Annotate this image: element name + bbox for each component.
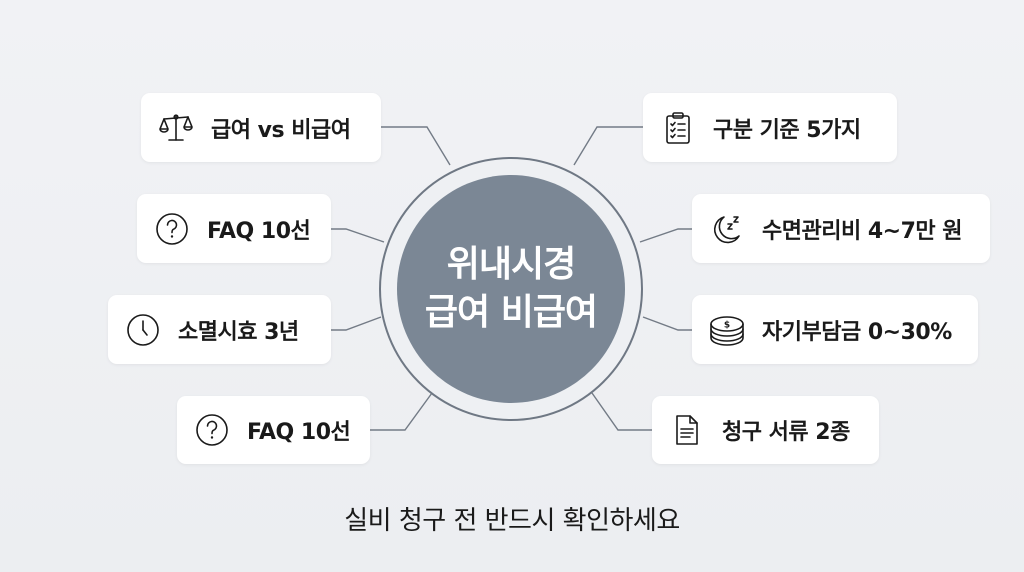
card-copay: $ 자기부담금 0~30% — [692, 295, 978, 364]
card-label: FAQ 10선 — [247, 420, 351, 445]
card-criteria: 구분 기준 5가지 — [643, 93, 897, 162]
moon-sleep-icon — [708, 210, 746, 248]
coins-dollar-icon: $ — [708, 311, 746, 349]
card-faq-bottom: FAQ 10선 — [177, 396, 370, 464]
question-icon — [193, 411, 231, 449]
connector-right-3 — [642, 316, 692, 331]
hub-circle: 위내시경 급여 비급여 — [397, 175, 625, 403]
footer-caption: 실비 청구 전 반드시 확인하세요 — [344, 506, 680, 536]
connector-left-2 — [331, 228, 385, 243]
card-label: 수면관리비 4~7만 원 — [762, 218, 963, 244]
card-label: 구분 기준 5가지 — [713, 117, 861, 143]
clipboard-checklist-icon — [659, 109, 697, 147]
card-benefit-vs-nonbenefit: 급여 vs 비급여 — [141, 93, 381, 162]
connector-right-1 — [573, 126, 643, 166]
card-label: FAQ 10선 — [207, 218, 311, 244]
connector-left-1 — [381, 126, 451, 166]
clock-icon — [124, 311, 162, 349]
svg-text:$: $ — [724, 320, 730, 330]
card-statute-limitation: 소멸시효 3년 — [108, 295, 331, 364]
connector-left-3 — [331, 316, 382, 331]
document-icon — [668, 411, 706, 449]
question-icon — [153, 210, 191, 248]
hub-title-line1: 위내시경 — [446, 244, 576, 285]
hub-title-line2: 급여 비급여 — [424, 292, 598, 333]
card-faq-top: FAQ 10선 — [137, 194, 331, 263]
connector-right-4 — [591, 392, 652, 431]
card-label: 소멸시효 3년 — [178, 319, 299, 345]
scale-icon — [157, 109, 195, 147]
card-label: 급여 vs 비급여 — [211, 117, 351, 143]
card-claim-documents: 청구 서류 2종 — [652, 396, 879, 464]
connector-right-2 — [639, 228, 692, 243]
card-label: 자기부담금 0~30% — [762, 319, 952, 345]
card-sleep-fee: 수면관리비 4~7만 원 — [692, 194, 990, 263]
card-label: 청구 서류 2종 — [722, 420, 850, 445]
connector-left-4 — [370, 392, 433, 431]
